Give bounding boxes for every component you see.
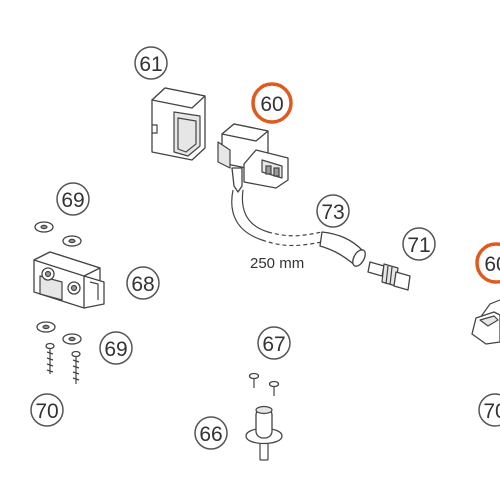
callout-73: 73 (316, 194, 350, 228)
part-70-screws-left (45, 342, 81, 384)
svg-text:70: 70 (35, 400, 58, 423)
callout-68: 68 (126, 266, 160, 300)
svg-text:66: 66 (199, 423, 222, 446)
part-69-washers-bottom (36, 321, 82, 345)
callout-60-highlight: 60 (251, 82, 293, 124)
callout-70-right: 70 (478, 393, 500, 427)
part-68-bracket (33, 251, 105, 309)
part-61-connector-cover (151, 87, 206, 161)
svg-text:67: 67 (262, 333, 285, 356)
part-67-screws (248, 372, 280, 396)
part-60-right-sensor (471, 299, 500, 345)
part-71-fitting (367, 261, 411, 291)
hose-length-label: 250 mm (250, 255, 304, 272)
svg-text:70: 70 (483, 400, 500, 423)
svg-text:61: 61 (139, 53, 162, 76)
svg-text:71: 71 (407, 234, 430, 257)
callout-67: 67 (257, 326, 291, 360)
callout-69-bottom: 69 (99, 331, 133, 365)
svg-text:60: 60 (260, 93, 283, 116)
part-66-sensor (245, 405, 283, 461)
part-73-hose (231, 189, 366, 267)
svg-text:60: 60 (484, 253, 500, 276)
part-69-washers-top (34, 221, 82, 247)
svg-text:69: 69 (104, 338, 127, 361)
callout-69-top: 69 (56, 182, 90, 216)
callout-60-right-highlight: 60 (475, 242, 500, 284)
callout-66: 66 (194, 416, 228, 450)
svg-text:69: 69 (61, 189, 84, 212)
svg-text:73: 73 (321, 201, 344, 224)
callout-71: 71 (402, 227, 436, 261)
svg-text:68: 68 (131, 273, 154, 296)
callout-61: 61 (134, 46, 168, 80)
callout-70-left: 70 (30, 393, 64, 427)
part-60-sensor (217, 123, 289, 193)
